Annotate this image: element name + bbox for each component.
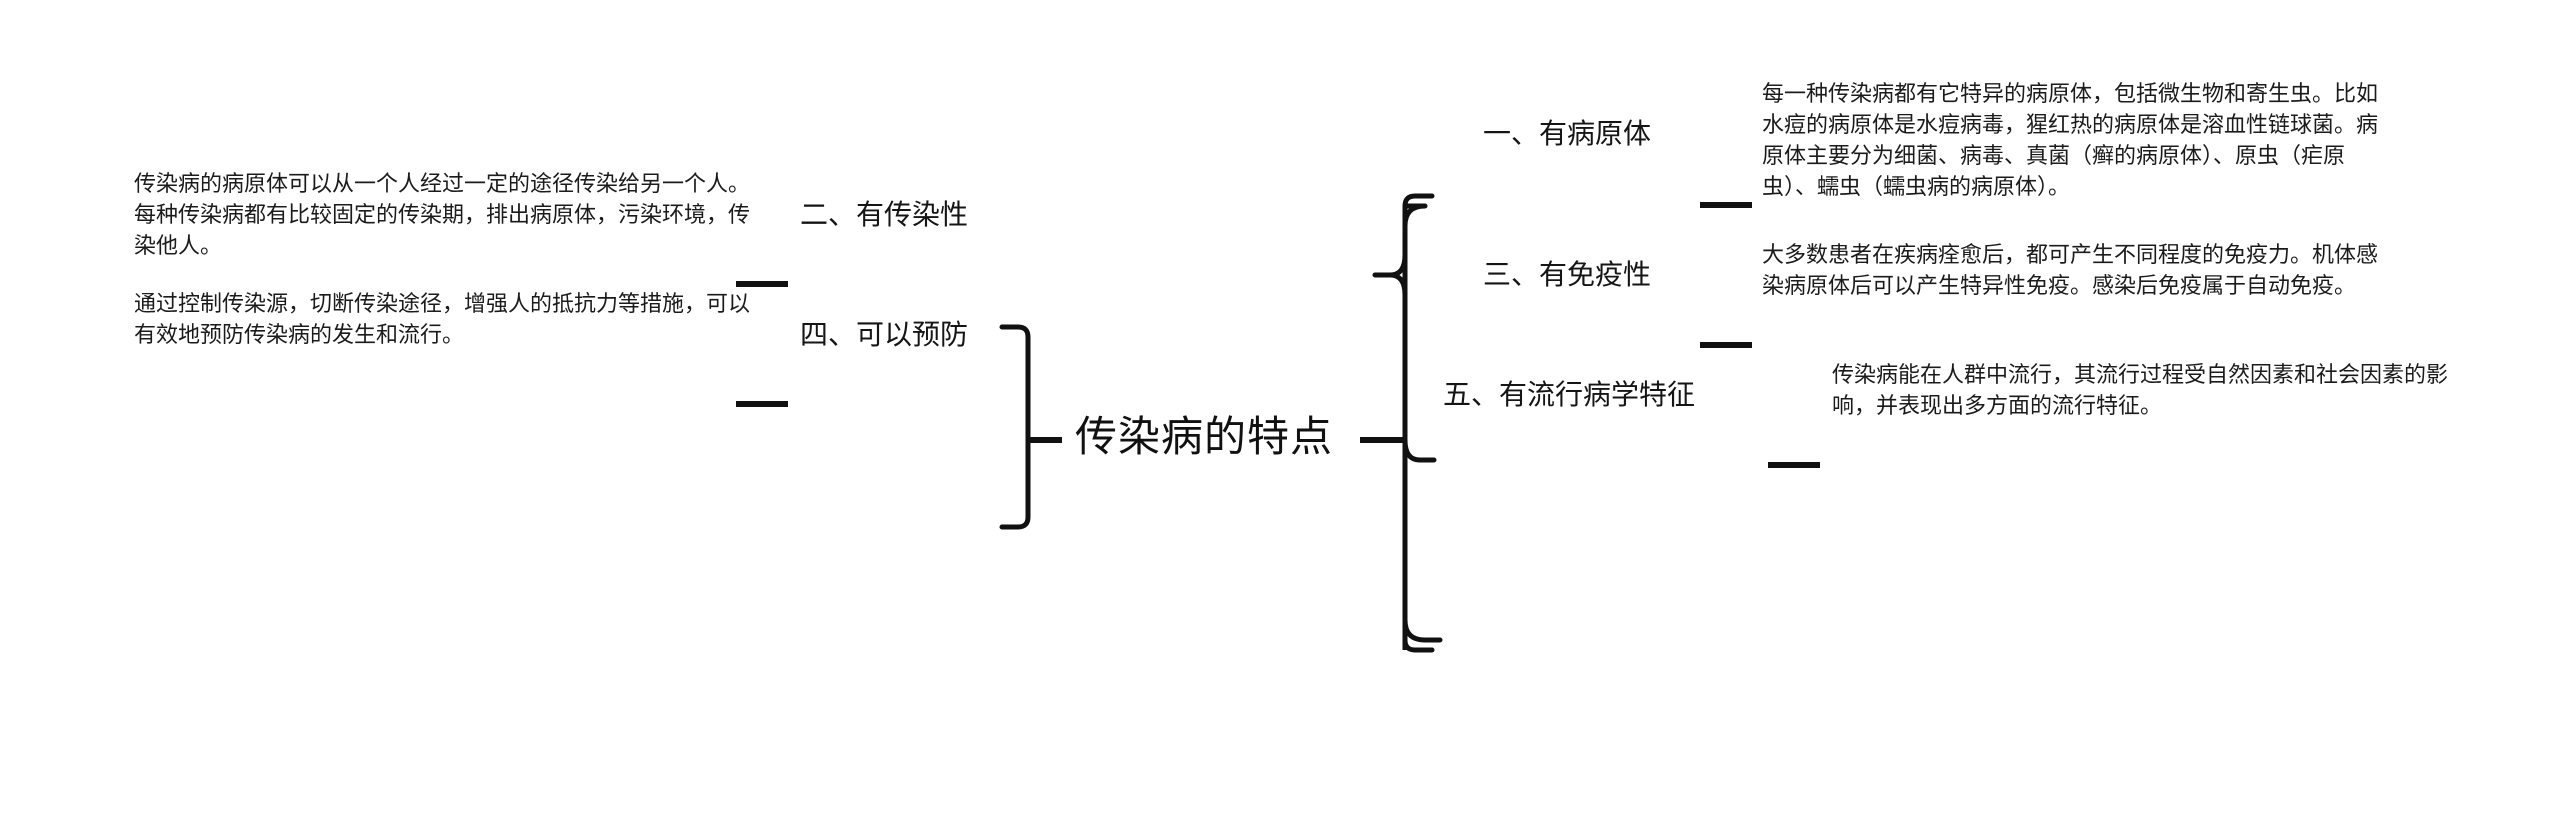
right-bracket-arm-middle bbox=[1402, 437, 1437, 463]
right-bracket-arm-bottom bbox=[1402, 617, 1435, 653]
root-node-label[interactable]: 传染病的特点 bbox=[1075, 413, 1334, 460]
left-bracket-arm-top bbox=[999, 324, 1031, 340]
branch-detail-有病原体: 每一种传染病都有它特异的病原体，包括微生物和寄生虫。比如水痘的病原体是水痘病毒，… bbox=[1762, 81, 2379, 199]
right-bracket bbox=[1372, 203, 1443, 643]
branch-detail-有传染性: 传染病的病原体可以从一个人经过一定的途径传染给另一个人。每种传染病都有比较固定的… bbox=[134, 171, 751, 258]
branch-detail-有免疫性: 大多数患者在疾病痊愈后，都可产生不同程度的免疫力。机体感染病原体后可以产生特异性… bbox=[1762, 242, 2379, 298]
branch-label-有病原体[interactable]: 一、有病原体 bbox=[1483, 118, 1652, 149]
branch-label-可以预防[interactable]: 四、可以预防 bbox=[800, 319, 969, 350]
branch-label-有传染性[interactable]: 二、有传染性 bbox=[800, 199, 969, 230]
branch-label-有流行病学特征[interactable]: 五、有流行病学特征 bbox=[1443, 379, 1696, 410]
branch-label-有免疫性[interactable]: 三、有免疫性 bbox=[1483, 259, 1652, 290]
branch-detail-有流行病学特征: 传染病能在人群中流行，其流行过程受自然因素和社会因素的影响，并表现出多方面的流行… bbox=[1832, 362, 2449, 418]
right-bracket-arm-top bbox=[1402, 193, 1435, 229]
branch-detail-可以预防: 通过控制传染源，切断传染途径，增强人的抵抗力等措施，可以有效地预防传染病的发生和… bbox=[134, 291, 751, 347]
left-bracket-arm-bottom bbox=[999, 514, 1031, 530]
